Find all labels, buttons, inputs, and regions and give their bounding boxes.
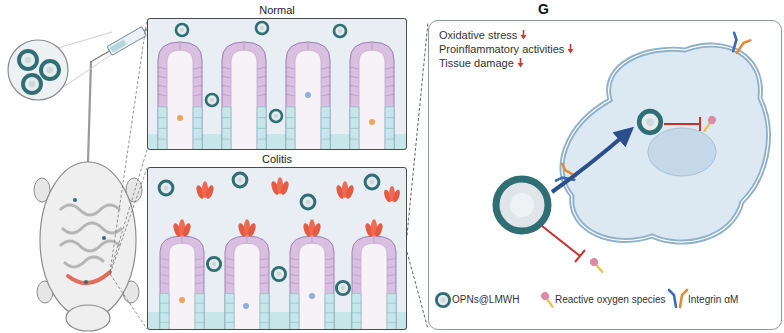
decrease-arrow (517, 58, 524, 68)
panel-heading: Colitis (148, 153, 406, 165)
effect-text: Tissue damage (439, 57, 514, 69)
decrease-arrow (520, 30, 527, 40)
legend-icons (436, 290, 687, 309)
effect-text: Proinflammatory activities (439, 43, 564, 55)
zoom-connector (407, 22, 428, 235)
tissue-panel: Colitis (147, 167, 407, 330)
colitis-tissue (147, 167, 407, 330)
particle-magnifier (8, 32, 118, 100)
mechanism-panel: Oxidative stressProinflammatory activiti… (428, 20, 782, 330)
legend-item: OPNs@LMWH (452, 294, 519, 305)
effect-row: Proinflammatory activities (439, 42, 771, 56)
zoom-leader (110, 19, 147, 329)
macrophage-cell (556, 33, 769, 242)
normal-tissue (147, 18, 407, 150)
effect-row: Oxidative stress (439, 28, 771, 42)
opn-particle (496, 132, 628, 275)
panel-heading: Normal (148, 4, 406, 16)
mouse-figure (34, 62, 142, 331)
tissue-panel: Normal (147, 18, 407, 150)
legend-item: Reactive oxygen species (555, 294, 666, 305)
decrease-arrow (567, 44, 574, 54)
legend-text: OPNs@LMWH (452, 294, 519, 305)
legend-text: Reactive oxygen species (555, 294, 666, 305)
legend-text: Integrin αM (688, 294, 738, 305)
zoom-leader (407, 252, 428, 329)
panel-letter: G (538, 1, 549, 17)
legend-item: Integrin αM (688, 294, 738, 305)
effect-row: Tissue damage (439, 56, 771, 70)
effect-text: Oxidative stress (439, 29, 517, 41)
